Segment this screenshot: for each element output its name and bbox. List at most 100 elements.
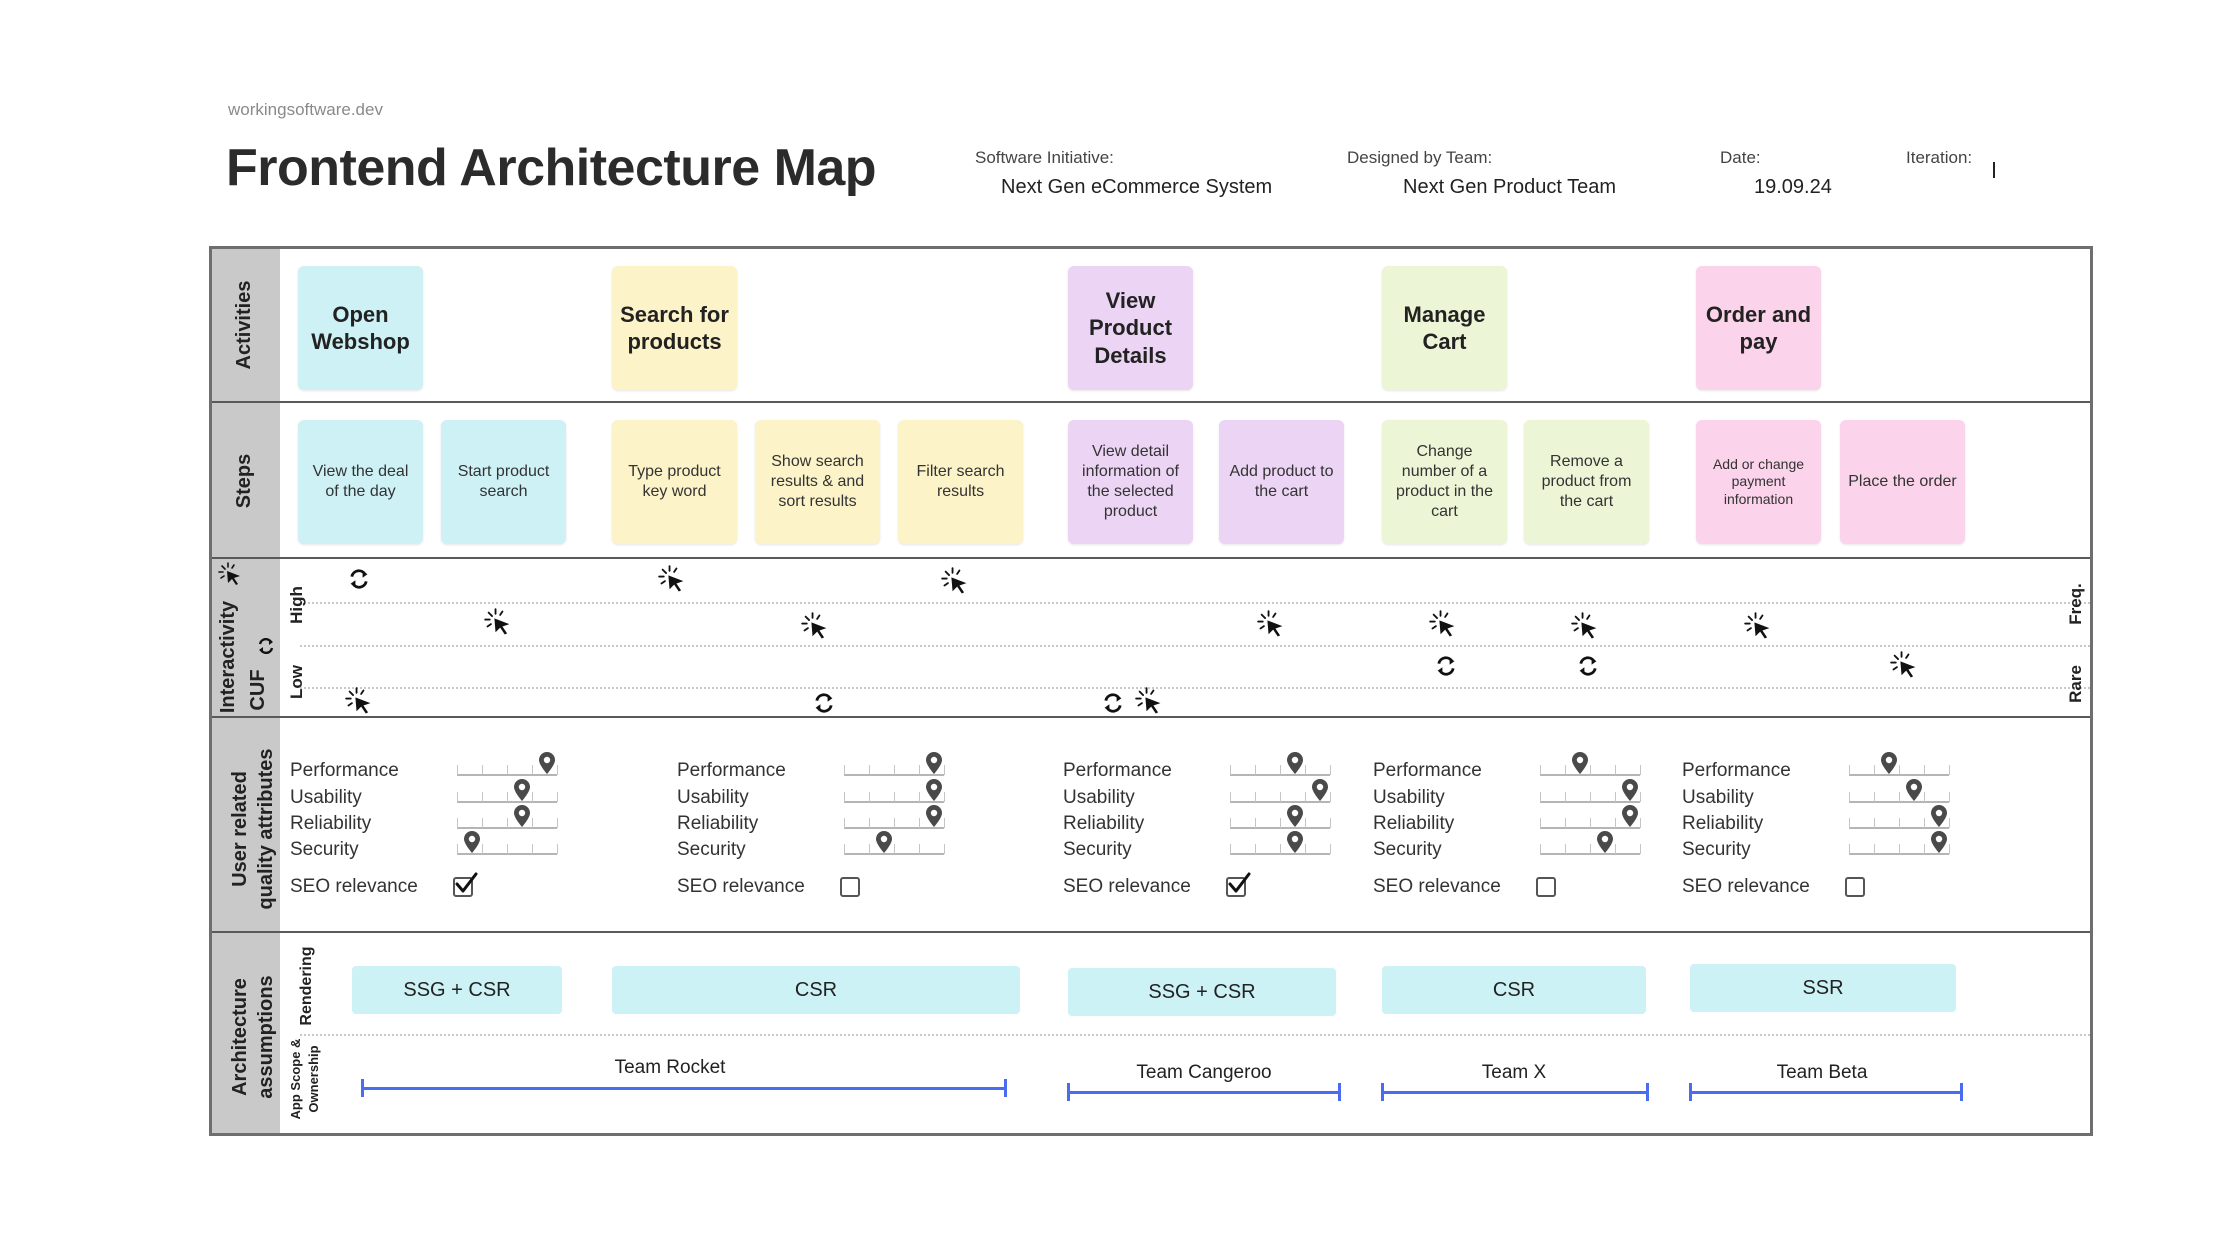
slider-tick xyxy=(1849,844,1850,854)
step-card[interactable]: Show search results & and sort results xyxy=(755,420,880,544)
quality-slider-track[interactable] xyxy=(457,827,557,829)
quality-slider-track[interactable] xyxy=(1540,853,1640,855)
slider-tick xyxy=(1949,792,1950,802)
quality-slider-track[interactable] xyxy=(457,774,557,776)
map-pin-icon[interactable] xyxy=(1287,831,1303,853)
cursor-click-icon xyxy=(484,608,514,643)
map-pin-icon[interactable] xyxy=(1931,831,1947,853)
step-card[interactable]: Place the order xyxy=(1840,420,1965,544)
step-card[interactable]: Type product key word xyxy=(612,420,737,544)
step-card[interactable]: Add product to the cart xyxy=(1219,420,1344,544)
slider-tick xyxy=(1899,765,1900,775)
row-label-cuf: CUF xyxy=(247,669,269,711)
activity-open-webshop[interactable]: Open Webshop xyxy=(298,266,423,390)
slider-tick xyxy=(1849,818,1850,828)
step-card[interactable]: Remove a product from the cart xyxy=(1524,420,1649,544)
step-card[interactable]: Filter search results xyxy=(898,420,1023,544)
quality-attribute-label: Security xyxy=(1682,839,1751,860)
map-pin-icon[interactable] xyxy=(539,752,555,774)
slider-tick xyxy=(1924,792,1925,802)
slider-tick xyxy=(1255,765,1256,775)
quality-attribute-label: Reliability xyxy=(1373,813,1455,834)
map-pin-icon[interactable] xyxy=(1622,779,1638,801)
seo-relevance-checkbox[interactable] xyxy=(1226,872,1251,897)
activity-view-product-details[interactable]: View Product Details xyxy=(1068,266,1193,390)
quality-slider-track[interactable] xyxy=(1849,827,1949,829)
seo-relevance-checkbox[interactable] xyxy=(453,872,478,897)
quality-slider-track[interactable] xyxy=(1230,774,1330,776)
map-pin-icon[interactable] xyxy=(926,779,942,801)
cursor-click-icon xyxy=(345,687,375,722)
step-card[interactable]: View detail information of the selected … xyxy=(1068,420,1193,544)
quality-slider-track[interactable] xyxy=(1849,801,1949,803)
slider-tick xyxy=(1590,792,1591,802)
rendering-strategy: SSR xyxy=(1690,964,1956,1012)
step-card[interactable]: Change number of a product in the cart xyxy=(1382,420,1507,544)
slider-tick xyxy=(507,818,508,828)
map-pin-icon[interactable] xyxy=(514,779,530,801)
separator xyxy=(212,931,2090,933)
slider-tick xyxy=(1615,765,1616,775)
quality-slider-track[interactable] xyxy=(1849,853,1949,855)
row-label-architecture-line2: assumptions xyxy=(255,975,277,1099)
slider-tick xyxy=(1565,844,1566,854)
map-pin-icon[interactable] xyxy=(926,805,942,827)
sublabel-scope-line1: App Scope & xyxy=(288,1038,303,1120)
slider-tick xyxy=(1590,844,1591,854)
quality-slider-track[interactable] xyxy=(1540,827,1640,829)
quality-slider-track[interactable] xyxy=(844,827,944,829)
quality-slider-track[interactable] xyxy=(844,853,944,855)
team-name: Team Beta xyxy=(1776,1062,1868,1083)
map-pin-icon[interactable] xyxy=(1597,831,1613,853)
team-name: Team Cangeroo xyxy=(1136,1062,1272,1083)
slider-tick xyxy=(1305,818,1306,828)
slider-tick xyxy=(944,844,945,854)
quality-slider-track[interactable] xyxy=(1230,853,1330,855)
activity-order-and-pay[interactable]: Order and pay xyxy=(1696,266,1821,390)
slider-tick xyxy=(1330,818,1331,828)
quality-slider-track[interactable] xyxy=(1230,801,1330,803)
cursor-click-icon xyxy=(1135,687,1165,722)
quality-slider-track[interactable] xyxy=(1230,827,1330,829)
quality-slider-track[interactable] xyxy=(844,801,944,803)
map-pin-icon[interactable] xyxy=(514,805,530,827)
slider-tick xyxy=(482,844,483,854)
seo-relevance-checkbox[interactable] xyxy=(1845,877,1865,897)
slider-tick xyxy=(894,792,895,802)
team-scope-line xyxy=(1068,1091,1340,1094)
quality-slider-track[interactable] xyxy=(844,774,944,776)
map-pin-icon[interactable] xyxy=(1881,752,1897,774)
site-name: workingsoftware.dev xyxy=(228,100,383,119)
map-pin-icon[interactable] xyxy=(1931,805,1947,827)
seo-relevance-checkbox[interactable] xyxy=(840,877,860,897)
frequency-freq: Freq. xyxy=(2066,583,2085,625)
slider-tick xyxy=(1330,792,1331,802)
quality-attribute-label: Performance xyxy=(677,760,786,781)
step-card[interactable]: View the deal of the day xyxy=(298,420,423,544)
map-pin-icon[interactable] xyxy=(1312,779,1328,801)
map-pin-icon[interactable] xyxy=(876,831,892,853)
activity-search-products[interactable]: Search for products xyxy=(612,266,737,390)
quality-slider-track[interactable] xyxy=(457,801,557,803)
map-pin-icon[interactable] xyxy=(1906,779,1922,801)
map-pin-icon[interactable] xyxy=(1622,805,1638,827)
map-pin-icon[interactable] xyxy=(464,831,480,853)
quality-slider-track[interactable] xyxy=(1540,801,1640,803)
step-card[interactable]: Add or change payment information xyxy=(1696,420,1821,544)
map-pin-icon[interactable] xyxy=(1287,805,1303,827)
map-pin-icon[interactable] xyxy=(1572,752,1588,774)
map-pin-icon[interactable] xyxy=(926,752,942,774)
quality-slider-track[interactable] xyxy=(457,853,557,855)
seo-relevance-checkbox[interactable] xyxy=(1536,877,1556,897)
quality-slider-track[interactable] xyxy=(1540,774,1640,776)
slider-tick xyxy=(1874,792,1875,802)
activity-manage-cart[interactable]: Manage Cart xyxy=(1382,266,1507,390)
slider-tick xyxy=(1849,792,1850,802)
map-pin-icon[interactable] xyxy=(1287,752,1303,774)
slider-tick xyxy=(1330,765,1331,775)
quality-attribute-label: Usability xyxy=(290,787,362,808)
slider-tick xyxy=(1615,792,1616,802)
step-card[interactable]: Start product search xyxy=(441,420,566,544)
seo-relevance-label: SEO relevance xyxy=(1373,876,1501,897)
quality-slider-track[interactable] xyxy=(1849,774,1949,776)
